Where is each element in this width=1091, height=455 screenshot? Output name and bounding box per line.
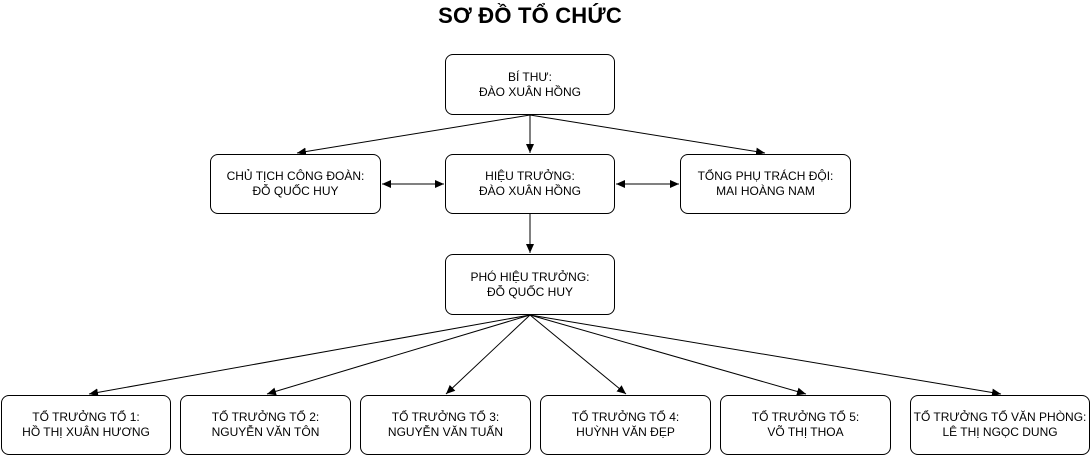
node-person: HUỲNH VĂN ĐẸP — [576, 425, 675, 439]
node-role: TỔ TRƯỞNG TỔ 1: — [32, 410, 140, 424]
node-person: NGUYỄN VĂN TUẤN — [387, 425, 504, 439]
node-to-truong-to-4: TỔ TRƯỞNG TỔ 4: HUỲNH VĂN ĐẸP — [540, 395, 711, 455]
node-role: TỔNG PHỤ TRÁCH ĐỘI: — [697, 169, 834, 183]
node-role: PHÓ HIỆU TRƯỞNG: — [470, 269, 590, 284]
node-person: VÕ THỊ THOA — [767, 425, 844, 439]
node-tong-phu-trach-doi: TỔNG PHỤ TRÁCH ĐỘI: MAI HOÀNG NAM — [680, 154, 851, 214]
node-hieu-truong: HIỆU TRƯỞNG: ĐÀO XUÂN HỒNG — [445, 154, 615, 214]
node-person: NGUYỄN VĂN TÔN — [211, 425, 320, 439]
node-to-truong-to-5: TỔ TRƯỞNG TỔ 5: VÕ THỊ THOA — [720, 395, 891, 455]
node-to-truong-to-van-phong: TỔ TRƯỞNG TỔ VĂN PHÒNG: LÊ THỊ NGỌC DUNG — [910, 395, 1090, 455]
edge-pht-to2 — [266, 314, 531, 396]
node-person: HỒ THỊ XUÂN HƯƠNG — [22, 425, 150, 439]
node-to-truong-to-3: TỔ TRƯỞNG TỔ 3: NGUYỄN VĂN TUẤN — [360, 395, 531, 455]
edge-pht-to3 — [445, 314, 531, 395]
node-role: TỔ TRƯỞNG TỔ 5: — [751, 410, 860, 424]
node-role: HIỆU TRƯỞNG: — [485, 169, 575, 183]
diagram-title: SƠ ĐỒ TỔ CHỨC — [438, 3, 622, 28]
node-role: TỔ TRƯỞNG TỔ 4: — [571, 410, 680, 424]
node-role: TỔ TRƯỞNG TỔ VĂN PHÒNG: — [913, 410, 1087, 424]
edge-bithu-tongphutrach — [529, 114, 766, 156]
edge-pht-to5 — [529, 314, 807, 396]
node-person: LÊ THỊ NGỌC DUNG — [942, 425, 1058, 439]
node-role: CHỦ TỊCH CÔNG ĐOÀN: — [226, 169, 365, 183]
node-chu-tich-cong-doan: CHỦ TỊCH CÔNG ĐOÀN: ĐỖ QUỐC HUY — [210, 154, 381, 214]
node-role: TỔ TRƯỞNG TỔ 2: — [211, 410, 320, 424]
node-pho-hieu-truong: PHÓ HIỆU TRƯỞNG: ĐỖ QUỐC HUY — [445, 254, 615, 315]
node-to-truong-to-1: TỔ TRƯỞNG TỔ 1: HỒ THỊ XUÂN HƯƠNG — [1, 395, 171, 455]
node-person: ĐỖ QUỐC HUY — [486, 284, 573, 299]
node-person: ĐÀO XUÂN HỒNG — [478, 184, 581, 198]
node-person: MAI HOÀNG NAM — [716, 184, 815, 198]
node-role: BÍ THƯ: — [507, 69, 553, 84]
edge-pht-tovanphong — [529, 314, 1002, 397]
node-role: TỔ TRƯỞNG TỔ 3: — [391, 410, 500, 424]
edge-pht-to4 — [529, 314, 627, 395]
node-person: ĐÀO XUÂN HỒNG — [478, 84, 581, 99]
node-bi-thu: BÍ THƯ: ĐÀO XUÂN HỒNG — [445, 54, 615, 115]
edge-bithu-chutich — [296, 114, 531, 156]
node-person: ĐỖ QUỐC HUY — [252, 184, 339, 198]
node-to-truong-to-2: TỔ TRƯỞNG TỔ 2: NGUYỄN VĂN TÔN — [180, 395, 351, 455]
edge-pht-to1 — [88, 314, 531, 397]
